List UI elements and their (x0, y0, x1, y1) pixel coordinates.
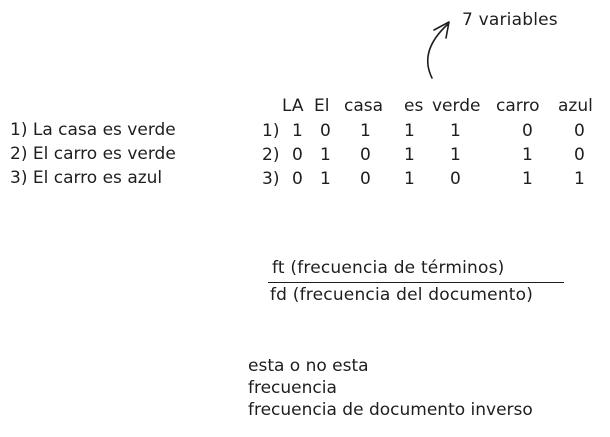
cell: 1 (404, 169, 415, 189)
fraction-denominator: fd (frecuencia del documento) (270, 285, 534, 305)
header-casa: casa (344, 96, 384, 116)
cell: 0 (360, 145, 371, 165)
sentence-list: 1) La casa es verde 2) El carro es verde… (10, 118, 176, 190)
sentence-2: 2) El carro es verde (10, 144, 176, 164)
cell: 0 (522, 121, 533, 141)
cell: 1 (404, 145, 415, 165)
header-carro: carro (496, 96, 540, 116)
cell: 0 (450, 169, 461, 189)
cell: 1 (360, 121, 371, 141)
cell: 1 (522, 145, 533, 165)
row-label: 3) (262, 169, 280, 189)
sentence-3: 3) El carro es azul (10, 168, 163, 188)
header-azul: azul (558, 96, 593, 116)
cell: 0 (574, 145, 585, 165)
cell: 1 (320, 169, 331, 189)
cell: 0 (360, 169, 371, 189)
header-la: LA (282, 96, 304, 116)
fraction-numerator: ft (frecuencia de términos) (272, 258, 505, 278)
cell: 0 (292, 169, 303, 189)
note-2: frecuencia (248, 378, 337, 398)
note-1: esta o no esta (248, 356, 369, 376)
cell: 1 (320, 145, 331, 165)
fraction-line (268, 282, 564, 283)
notes-list: esta o no esta frecuencia frecuencia de … (248, 355, 533, 421)
cell: 0 (574, 121, 585, 141)
sentence-1: 1) La casa es verde (10, 120, 176, 140)
cell: 0 (292, 145, 303, 165)
cell: 1 (292, 121, 303, 141)
variables-annotation: 7 variables (462, 10, 558, 30)
note-3: frecuencia de documento inverso (248, 400, 533, 420)
header-verde: verde (432, 96, 481, 116)
cell: 1 (522, 169, 533, 189)
row-label: 2) (262, 145, 280, 165)
cell: 1 (574, 169, 585, 189)
cell: 1 (450, 145, 461, 165)
cell: 1 (450, 121, 461, 141)
cell: 1 (404, 121, 415, 141)
row-label: 1) (262, 121, 280, 141)
header-el: El (314, 96, 330, 116)
header-es: es (404, 96, 424, 116)
cell: 0 (320, 121, 331, 141)
